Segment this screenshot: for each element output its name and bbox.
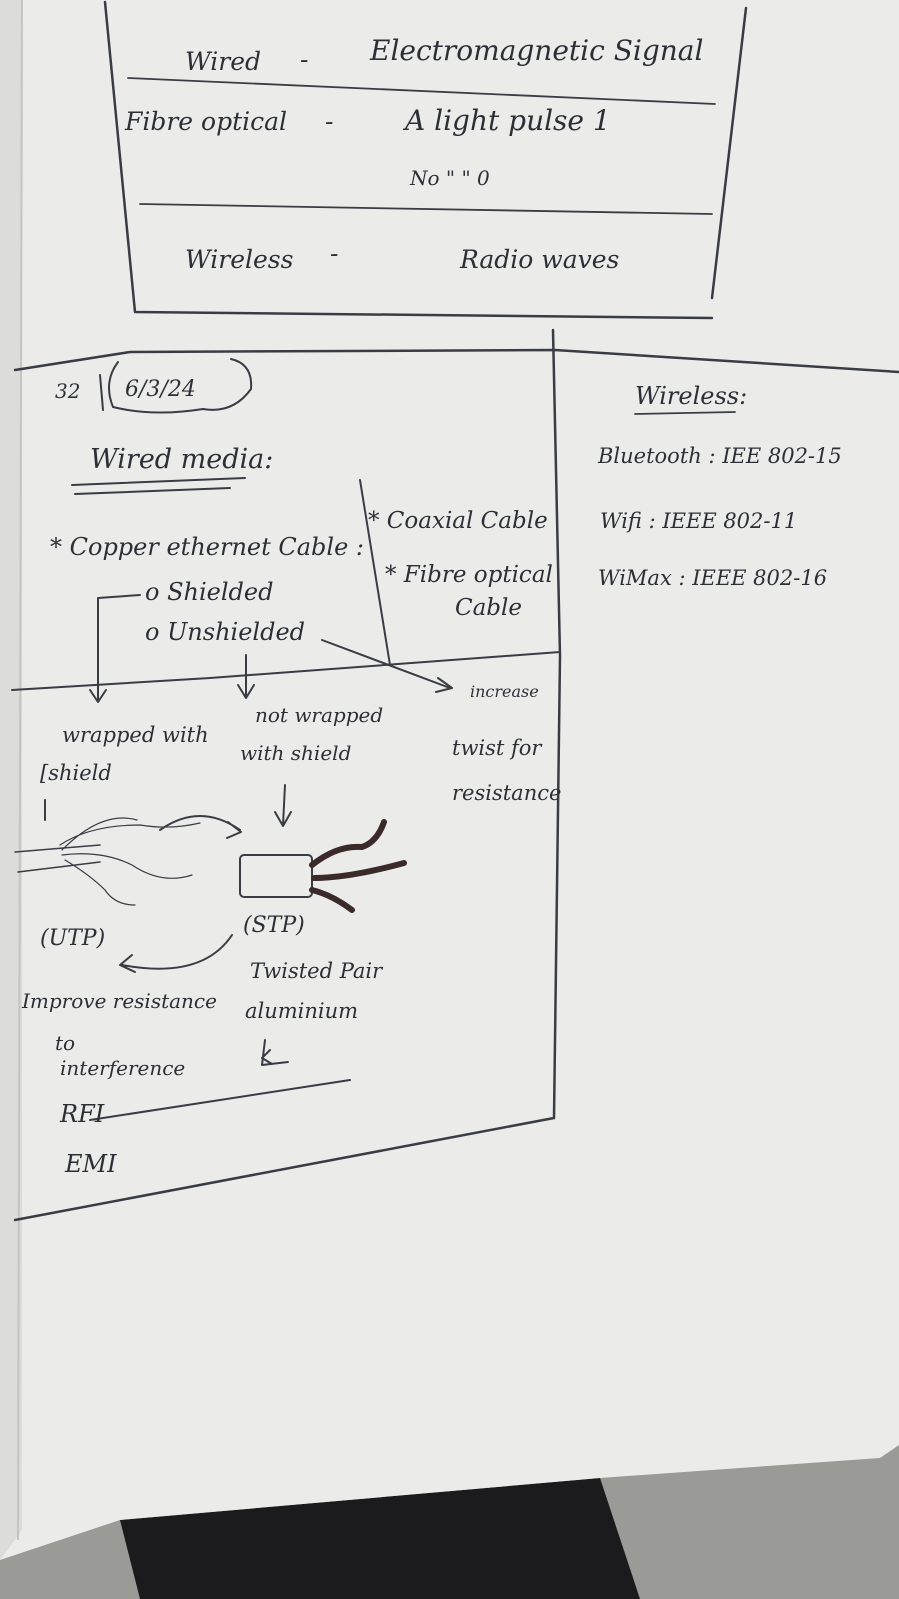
arrow-shielded	[89, 594, 141, 703]
increase-note: increase	[470, 682, 539, 701]
arrow-curve-bottom	[119, 934, 233, 973]
page-number: 32	[55, 379, 80, 403]
stp-cable-drawing	[239, 819, 407, 913]
top-row-4-medium: Wireless	[185, 245, 293, 274]
paper-edge	[17, 0, 23, 1541]
wireless-item-wifi: Wifi : IEEE 802-11	[600, 509, 797, 533]
arrow-coaxial	[321, 639, 453, 693]
wrapped-with-line1: wrapped with	[62, 723, 209, 747]
arrow-curve-top	[159, 815, 242, 839]
copper-option-unshielded: o Unshielded	[145, 618, 305, 646]
twist-line2: resistance	[452, 781, 561, 805]
top-row-1-medium: Wired	[185, 47, 261, 76]
twisted-pair-note: Twisted Pair	[250, 959, 384, 983]
top-row-1-dash: -	[300, 45, 308, 74]
not-wrapped-line2: with shield	[240, 741, 351, 765]
top-row-2-signal: A light pulse 1	[402, 104, 611, 137]
top-row-4-dash: -	[330, 239, 338, 268]
wrapped-with-line2: [shield	[40, 761, 112, 785]
fibre-heading-line1: * Fibre optical	[385, 562, 553, 588]
arrow-down-stp	[274, 784, 292, 827]
fibre-heading-line2: Cable	[455, 595, 522, 621]
wireless-item-wimax: WiMax : IEEE 802-16	[598, 566, 827, 590]
top-row-2-dash: -	[325, 107, 333, 136]
top-row-1-signal: Electromagnetic Signal	[369, 34, 703, 67]
twist-line1: twist for	[452, 736, 543, 760]
arrow-unshielded	[237, 654, 255, 699]
top-row-2-medium: Fibre optical	[124, 107, 287, 136]
top-row-3-signal: No " " 0	[409, 166, 490, 190]
improve-line2: to	[55, 1031, 75, 1055]
wireless-notes: Wireless: Bluetooth : IEE 802-15 Wifi : …	[597, 382, 842, 590]
emi-label: EMI	[64, 1150, 117, 1178]
aluminium-note: aluminium	[245, 999, 358, 1023]
dark-object-bottom	[120, 1478, 640, 1599]
date-header: 32 6/3/24	[55, 358, 253, 414]
stp-label: (STP)	[243, 913, 305, 938]
top-row-4-signal: Radio waves	[459, 245, 619, 274]
wireless-item-bluetooth: Bluetooth : IEE 802-15	[597, 444, 842, 468]
improve-line3: interference	[60, 1056, 185, 1080]
improve-line1: Improve resistance	[21, 989, 217, 1013]
paper-fold-shadow	[0, 0, 22, 1560]
copper-heading: * Copper ethernet Cable :	[50, 533, 364, 561]
paper-sheet	[0, 0, 899, 1560]
wireless-title: Wireless:	[635, 382, 747, 410]
top-box: Wired - Electromagnetic Signal Fibre opt…	[103, 0, 748, 320]
utp-label: (UTP)	[40, 926, 105, 951]
annotation-arrows	[44, 594, 453, 1066]
utp-cable-drawing	[14, 817, 201, 906]
wired-media-title: Wired media:	[90, 444, 273, 475]
rfi-label: RFI	[59, 1100, 105, 1128]
copper-option-shielded: o Shielded	[145, 578, 273, 606]
coaxial-heading: * Coaxial Cable	[368, 508, 548, 534]
date-text: 6/3/24	[125, 377, 196, 402]
arrow-small-hook	[261, 1039, 289, 1066]
not-wrapped-line1: not wrapped	[255, 703, 383, 727]
wired-media-box	[11, 328, 899, 1222]
